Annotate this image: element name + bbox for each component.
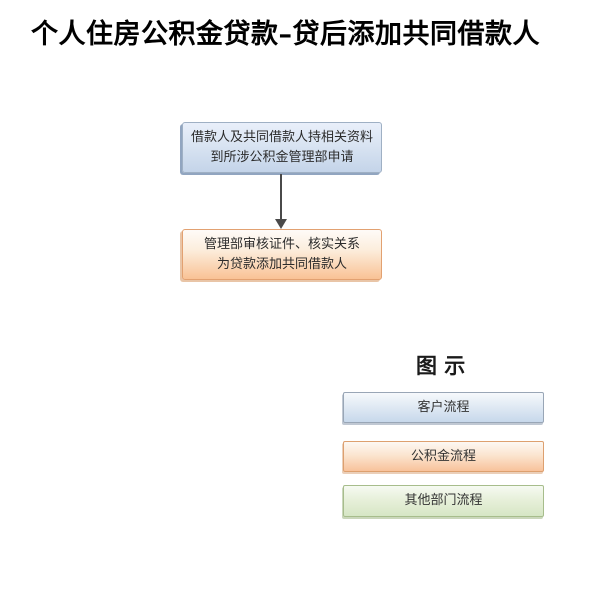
legend-item-customer-process: 客户流程 [343,392,544,423]
page-title: 个人住房公积金贷款–贷后添加共同借款人 [31,19,540,50]
arrow-down-line [280,174,282,220]
flow-step-text-line: 为贷款添加共同借款人 [216,257,347,272]
flow-step-fund-review: 管理部审核证件、核实关系 为贷款添加共同借款人 [182,229,382,280]
flow-step-text-line: 到所涉公积金管理部申请 [210,150,354,165]
arrow-down-icon [275,219,287,229]
legend-item-label: 公积金流程 [410,449,476,464]
flow-step-text-line: 借款人及共同借款人持相关资料 [190,130,373,145]
legend-item-other-department-process: 其他部门流程 [343,485,544,517]
legend-title: 图 示 [416,353,466,378]
flow-step-customer-application: 借款人及共同借款人持相关资料 到所涉公积金管理部申请 [182,122,382,173]
legend-item-fund-process: 公积金流程 [343,441,544,472]
legend-item-label: 其他部门流程 [404,493,483,508]
flow-step-text-line: 管理部审核证件、核实关系 [203,237,360,252]
legend-item-label: 客户流程 [417,400,470,415]
